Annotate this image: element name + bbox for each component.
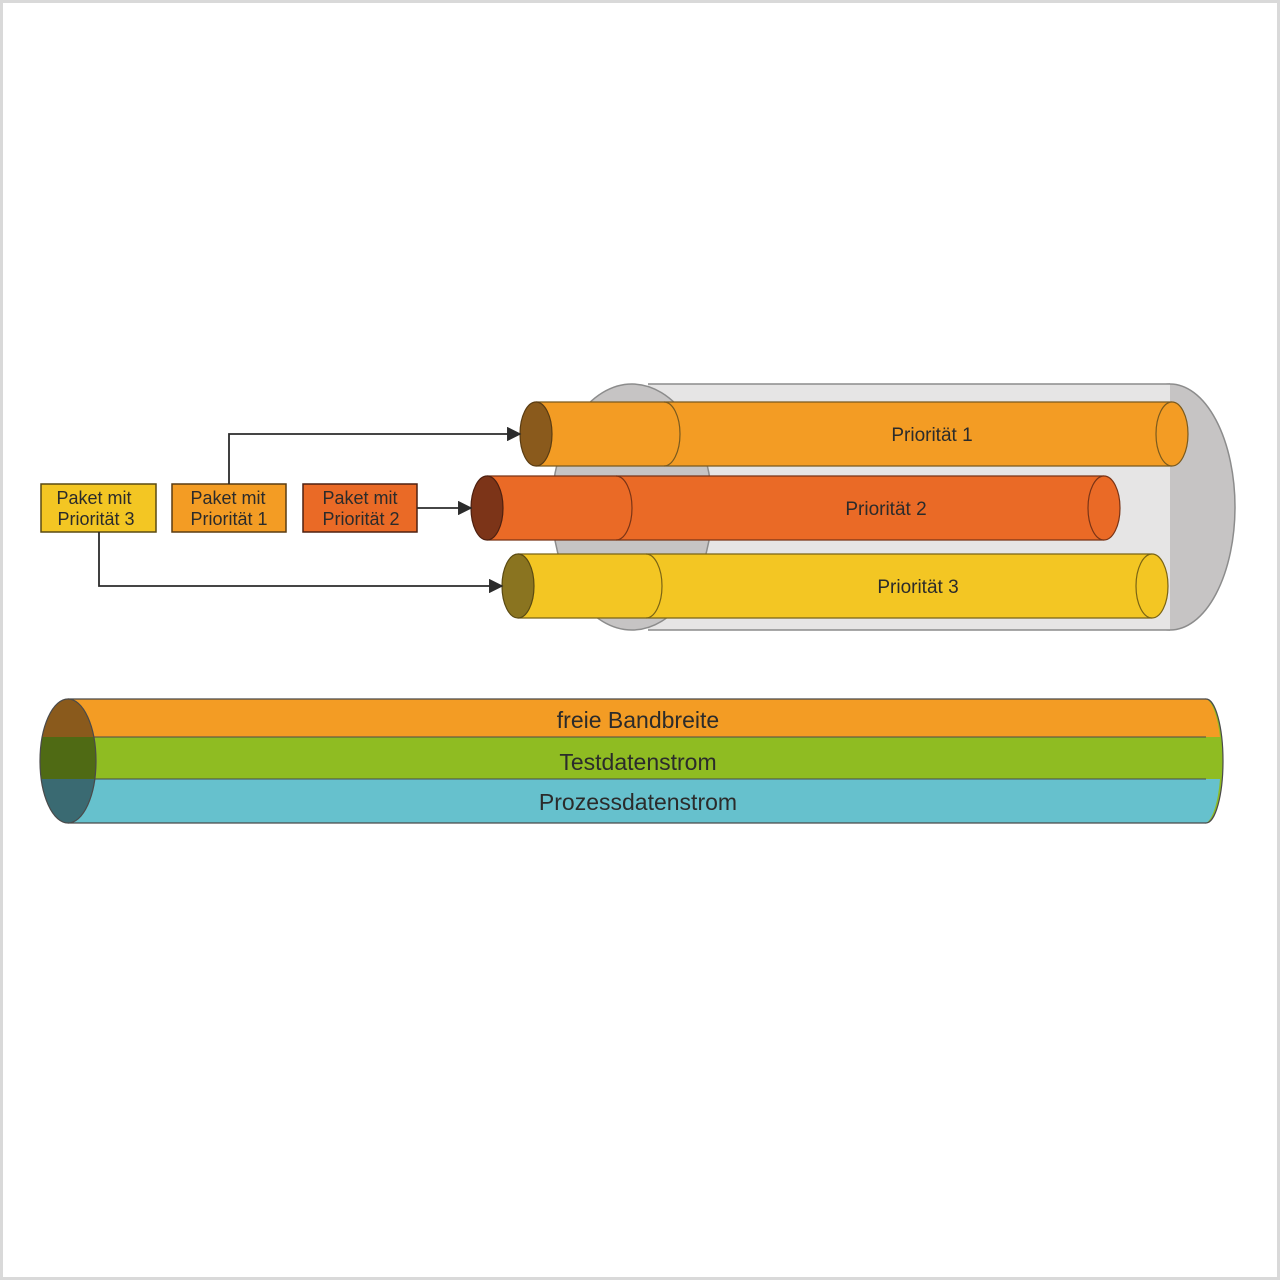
packet-priority-1-line2: Priorität 1	[190, 509, 267, 529]
packet-priority-2: Paket mit Priorität 2	[302, 483, 418, 533]
band-process	[68, 779, 1206, 823]
band-test-label: Testdatenstrom	[559, 749, 716, 775]
packet-priority-2-line1: Paket mit	[322, 488, 397, 508]
pipe-priority-3-label: Priorität 3	[877, 577, 958, 598]
pipe-priority-1-label: Priorität 1	[891, 425, 972, 446]
pipe-priority-3-end	[501, 553, 535, 619]
pipe-priority-1-end	[519, 401, 553, 467]
band-test	[68, 737, 1206, 779]
band-free	[68, 699, 1206, 737]
pipe-priority-2-end	[470, 475, 504, 541]
arrow-packet-1-to-pipe-1	[228, 426, 522, 484]
packet-priority-2-line2: Priorität 2	[322, 509, 399, 529]
band-free-label: freie Bandbreite	[557, 707, 719, 733]
packet-priority-3: Paket mit Priorität 3	[40, 483, 157, 533]
bandwidth-tube: freie Bandbreite Testdatenstrom Prozessd…	[39, 698, 1224, 824]
packet-priority-3-line2: Priorität 3	[57, 509, 134, 529]
pipe-priority-2: Priorität 2	[470, 475, 1121, 541]
band-process-label: Prozessdatenstrom	[539, 789, 737, 815]
packet-priority-1-line1: Paket mit	[190, 488, 265, 508]
pipe-priority-2-label: Priorität 2	[845, 499, 926, 520]
packet-priority-1: Paket mit Priorität 1	[171, 483, 287, 533]
pipe-priority-3: Priorität 3	[501, 553, 1169, 619]
arrow-packet-3-to-pipe-3	[98, 532, 504, 594]
packet-priority-3-line1: Paket mit	[56, 488, 131, 508]
pipe-priority-1: Priorität 1	[519, 401, 1189, 467]
